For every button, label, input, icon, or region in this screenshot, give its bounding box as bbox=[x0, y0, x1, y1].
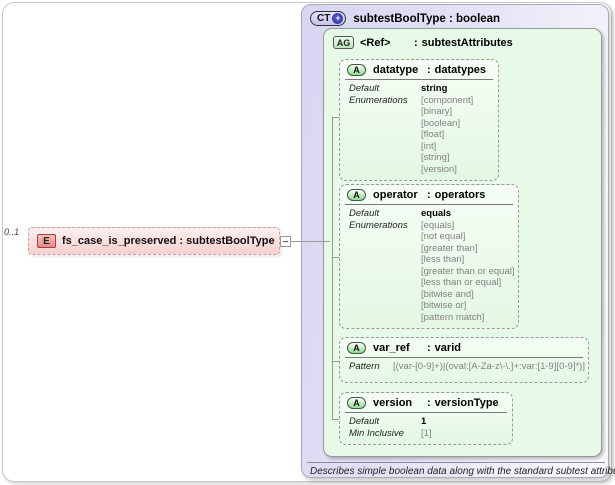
attributegroup-type: subtestAttributes bbox=[421, 36, 513, 49]
facet-values: [equals][not equal][greater than][less t… bbox=[421, 220, 514, 324]
facet-value: [equals] bbox=[421, 219, 455, 231]
facet-label: Enumerations bbox=[349, 219, 408, 231]
cardinality-label: 0..1 bbox=[4, 227, 20, 237]
facet-values: equals bbox=[421, 208, 451, 220]
facet-value: [int] bbox=[421, 140, 437, 152]
facet-label: Default bbox=[349, 208, 380, 219]
facet-values: [1] bbox=[421, 428, 432, 440]
attribute-tree-trunk-line bbox=[332, 117, 333, 420]
attribute-header-divider bbox=[345, 79, 493, 80]
facet-row-enumerations: Enumerations [component][binary][boolean]… bbox=[349, 95, 492, 176]
facet-row-default: Default 1 bbox=[349, 416, 506, 428]
attributegroup-name: <Ref> bbox=[360, 36, 391, 49]
attribute-header-divider bbox=[345, 412, 507, 413]
facet-value: [pattern match] bbox=[421, 311, 485, 323]
attributegroup-colon: : bbox=[414, 36, 418, 49]
attribute-colon: : bbox=[427, 397, 431, 409]
attribute-header-divider bbox=[345, 204, 513, 205]
facet-label: Default bbox=[349, 416, 380, 427]
collapse-handle-icon[interactable] bbox=[280, 236, 291, 247]
facet-row-default: Default equals bbox=[349, 208, 512, 220]
attributegroup-badge-icon: AG bbox=[333, 36, 354, 49]
facet-label: Default bbox=[349, 83, 380, 94]
footer-divider bbox=[307, 462, 605, 463]
complextype-badge-text: CT bbox=[317, 13, 331, 24]
attribute-name: operator bbox=[373, 189, 418, 201]
attribute-header-divider bbox=[345, 357, 583, 358]
facet-value: [(var-[0-9]+)|(oval:[A-Za-z\-\.]+:var:[1… bbox=[393, 361, 585, 372]
facet-row-min-inclusive: Min Inclusive [1] bbox=[349, 428, 506, 440]
facet-value: equals bbox=[421, 208, 452, 219]
facet-value: [greater than] bbox=[421, 242, 478, 254]
facet-row-pattern: Pattern [(var-[0-9]+)|(oval:[A-Za-z\-\.]+… bbox=[349, 361, 585, 373]
attribute-badge-icon: A bbox=[347, 189, 366, 201]
facet-value: 1 bbox=[421, 416, 427, 427]
facet-value: string bbox=[421, 83, 448, 94]
complextype-header: CT+ subtestBoolType : boolean bbox=[310, 11, 500, 26]
facet-row-enumerations: Enumerations[equals][not equal][greater … bbox=[349, 219, 514, 324]
facet-label: Min Inclusive bbox=[349, 427, 404, 439]
facet-values: [(var-[0-9]+)|(oval:[A-Za-z\-\.]+:var:[1… bbox=[393, 361, 585, 373]
facet-value: [less than] bbox=[421, 254, 465, 265]
attribute-stub-line bbox=[332, 419, 340, 420]
attribute-facets: Pattern [(var-[0-9]+)|(oval:[A-Za-z\-\.]+… bbox=[340, 358, 588, 378]
attribute-name: var_ref bbox=[373, 342, 410, 354]
facet-values: 1 bbox=[421, 416, 426, 428]
attribute-badge-icon: A bbox=[347, 342, 366, 354]
element-connector-line bbox=[291, 241, 330, 242]
attribute-badge-icon: A bbox=[347, 64, 366, 76]
complextype-panel[interactable]: CT+ subtestBoolType : boolean AG <Ref> :… bbox=[301, 4, 615, 478]
attribute-stub-line bbox=[332, 117, 340, 118]
facet-label: Pattern bbox=[349, 361, 380, 372]
facet-value: [version] bbox=[421, 163, 457, 175]
facet-value: [greater than or equal] bbox=[421, 265, 515, 277]
attribute-colon: : bbox=[427, 342, 431, 354]
facet-value: [bitwise or] bbox=[421, 300, 467, 311]
attributegroup-header: AG <Ref> : subtestAttributes bbox=[333, 36, 513, 49]
element-fs-case-is-preserved[interactable]: E fs_case_is_preserved : subtestBoolType bbox=[28, 227, 280, 255]
attribute-badge-icon: A bbox=[347, 397, 366, 409]
facet-value: [binary] bbox=[421, 106, 453, 117]
attribute-stub-line bbox=[332, 257, 340, 258]
attribute-colon: : bbox=[427, 64, 431, 76]
facet-value: [boolean] bbox=[421, 117, 461, 129]
facet-values: string bbox=[421, 83, 447, 95]
attribute-colon: : bbox=[427, 189, 431, 201]
attribute-name: datatype bbox=[373, 64, 419, 76]
attribute-type: datatypes bbox=[434, 64, 487, 76]
facet-value: [not equal] bbox=[421, 231, 466, 242]
facet-value: [1] bbox=[421, 427, 432, 439]
element-label: fs_case_is_preserved : subtestBoolType bbox=[62, 235, 275, 247]
complextype-title: subtestBoolType : boolean bbox=[353, 12, 501, 25]
facet-value: [string] bbox=[421, 152, 450, 163]
facet-values: [component][binary][boolean][float][int]… bbox=[421, 95, 473, 176]
facet-value: [less than or equal] bbox=[421, 277, 502, 288]
attribute-type: varid bbox=[434, 342, 461, 354]
attribute-name: version bbox=[373, 397, 413, 409]
extension-plus-icon: + bbox=[332, 13, 344, 24]
attribute-stub-line bbox=[332, 361, 340, 362]
facet-label: Enumerations bbox=[349, 94, 408, 106]
attribute-type: versionType bbox=[434, 397, 499, 409]
facet-row-default: Default string bbox=[349, 83, 492, 95]
complextype-badge-icon: CT+ bbox=[310, 11, 347, 26]
facet-value: [bitwise and] bbox=[421, 288, 474, 300]
facet-value: [component] bbox=[421, 94, 474, 106]
attribute-type: operators bbox=[434, 189, 486, 201]
element-badge-icon: E bbox=[37, 234, 56, 248]
facet-value: [float] bbox=[421, 129, 445, 140]
type-description: Describes simple boolean data along with… bbox=[310, 466, 615, 477]
